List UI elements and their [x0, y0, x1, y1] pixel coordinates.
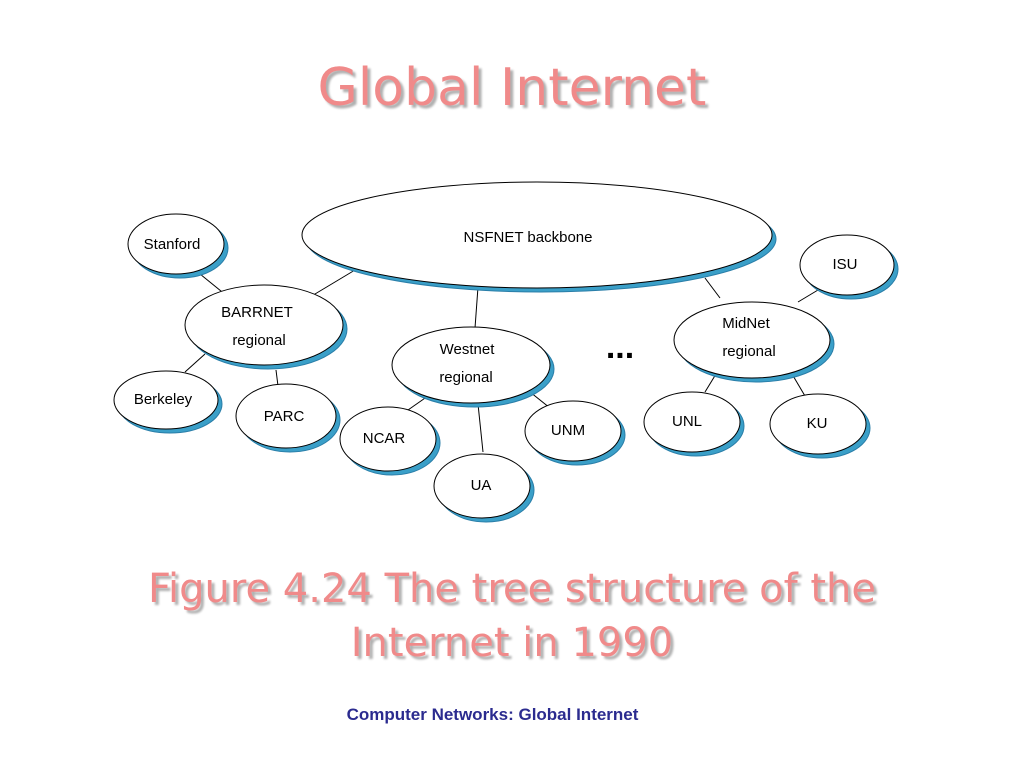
midnet-label-line1: MidNet: [722, 315, 770, 332]
node-stanford: Stanford: [127, 213, 229, 279]
node-shape: [799, 234, 895, 296]
node-westnet: Westnet regional: [391, 326, 555, 408]
berkeley-label: Berkeley: [134, 391, 193, 408]
edge-barrnet-berkeley: [184, 353, 206, 373]
node-shape: [391, 326, 551, 404]
caption-line-1: Figure 4.24 The tree structure of the: [147, 566, 877, 612]
node-ncar: NCAR: [339, 406, 441, 476]
barrnet-label-line2: regional: [232, 332, 285, 349]
node-ku: KU: [769, 393, 871, 459]
node-shape: [235, 383, 337, 449]
node-midnet: MidNet regional: [673, 301, 835, 383]
more-regionals-ellipsis: ...: [606, 328, 634, 366]
ncar-label: NCAR: [363, 430, 406, 447]
figure-caption: Figure 4.24 The tree structure of the In…: [0, 562, 1024, 670]
edge-midnet-unl: [704, 373, 717, 393]
node-shape: [769, 393, 867, 455]
node-berkeley: Berkeley: [113, 370, 223, 434]
westnet-label-line1: Westnet: [440, 341, 496, 358]
midnet-label-line2: regional: [722, 343, 775, 360]
westnet-label-line2: regional: [439, 369, 492, 386]
node-shape: [301, 181, 773, 289]
ku-label: KU: [807, 415, 828, 432]
node-parc: PARC: [235, 383, 341, 453]
node-shape: [339, 406, 437, 472]
node-isu: ISU: [799, 234, 899, 300]
unm-label: UNM: [551, 422, 585, 439]
edge-midnet-isu: [797, 289, 819, 303]
slide-footer: Computer Networks: Global Internet: [346, 705, 639, 724]
ua-label: UA: [471, 477, 492, 494]
barrnet-label-line1: BARRNET: [221, 304, 293, 321]
node-unl: UNL: [643, 391, 745, 457]
unl-label: UNL: [672, 413, 702, 430]
node-shape: [524, 400, 622, 462]
parc-label: PARC: [264, 408, 305, 425]
edge-barrnet-parc: [275, 369, 279, 387]
node-backbone: NSFNET backbone: [301, 181, 777, 293]
node-shape: [433, 453, 531, 519]
node-shape: [673, 301, 831, 379]
node-shape: [643, 391, 741, 453]
slide-title: Global Internet: [317, 58, 707, 118]
node-unm: UNM: [524, 400, 626, 466]
node-barrnet: BARRNET regional: [184, 284, 348, 370]
backbone-label: NSFNET backbone: [464, 229, 593, 246]
node-shape: [127, 213, 225, 275]
node-ua: UA: [433, 453, 535, 523]
stanford-label: Stanford: [144, 236, 201, 253]
node-shape: [184, 284, 344, 366]
isu-label: ISU: [832, 256, 857, 273]
node-shape: [113, 370, 219, 430]
edge-backbone-westnet: [474, 286, 479, 329]
edge-westnet-ua: [477, 403, 484, 453]
edge-backbone-midnet: [704, 277, 721, 299]
caption-line-2: Internet in 1990: [350, 620, 674, 666]
